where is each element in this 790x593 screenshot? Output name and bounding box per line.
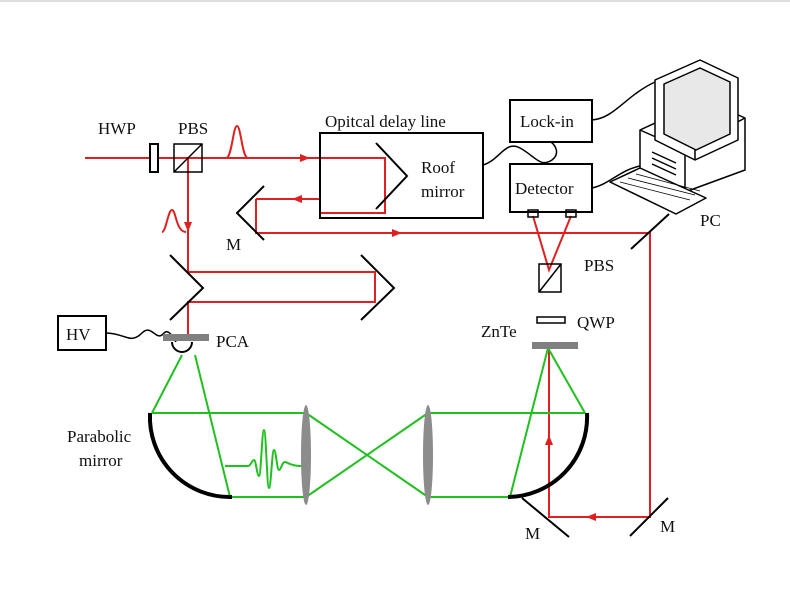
- pbs-right-diagonal: [538, 263, 562, 293]
- label-parabolic-1: Parabolic: [67, 427, 132, 446]
- thz-ray-10: [509, 347, 549, 498]
- label-m-bottom-left: M: [525, 524, 540, 543]
- arrow-return: [292, 195, 302, 203]
- thz-waveform-icon: [225, 428, 303, 490]
- roof-mirror-delay: [375, 142, 409, 210]
- pbs-top-diagonal: [173, 143, 203, 173]
- mirror-m-bottom-left: [521, 497, 570, 538]
- optics: [57, 81, 670, 538]
- znte-crystal: [532, 342, 578, 349]
- label-pbs-right: PBS: [584, 256, 614, 275]
- pump-mirror-left: [169, 254, 205, 321]
- label-pca: PCA: [216, 332, 250, 351]
- mirror-m-bottom-right: [629, 497, 669, 537]
- pump-roof-mirror-right: [360, 254, 396, 321]
- laser-beam-paths: [85, 157, 651, 518]
- lockin-to-pc-cable: [591, 81, 656, 121]
- thz-ray-1: [151, 354, 183, 414]
- label-hv: HV: [66, 325, 91, 344]
- arrow-probe-bottom: [586, 513, 596, 521]
- label-pc: PC: [700, 211, 721, 230]
- label-roof-2: mirror: [421, 182, 465, 201]
- parabolic-mirror-right: [507, 412, 590, 499]
- pulse-icon-top: [225, 124, 249, 159]
- thz-ray-2: [194, 354, 231, 498]
- hwp-plate: [149, 143, 159, 173]
- delay-line-box: [319, 132, 484, 219]
- pulse-icon-left: [161, 208, 187, 233]
- label-pbs-top: PBS: [178, 119, 208, 138]
- label-delay-line: Opitcal delay line: [325, 112, 446, 131]
- detector-port-left: [527, 209, 539, 218]
- thz-beam-paths: [151, 347, 586, 498]
- detector-to-pc-cable: [591, 165, 641, 189]
- detector-port-right: [565, 209, 577, 218]
- pump-delay-beam: [187, 271, 376, 340]
- label-lockin: Lock-in: [520, 112, 574, 131]
- label-m-bottom-right: M: [660, 517, 675, 536]
- detector-beams: [532, 215, 572, 274]
- pbs-right-cube: [538, 263, 562, 293]
- label-parabolic-2: mirror: [79, 451, 123, 470]
- lens-left: [301, 405, 311, 505]
- pc-icon: [609, 59, 746, 215]
- qwp-plate: [536, 316, 566, 324]
- thz-ray-9: [547, 347, 586, 414]
- label-detector: Detector: [515, 179, 574, 198]
- parabolic-mirror-left: [147, 412, 233, 500]
- mirror-m-top: [235, 185, 265, 241]
- label-znte: ZnTe: [481, 322, 517, 341]
- label-m-top: M: [226, 235, 241, 254]
- arrow-probe-up: [545, 435, 553, 445]
- label-roof-1: Roof: [421, 158, 455, 177]
- label-qwp: QWP: [577, 313, 615, 332]
- lens-right: [423, 405, 433, 505]
- label-hwp: HWP: [98, 119, 136, 138]
- delay-to-lockin-cable: [482, 141, 558, 166]
- probe-beam: [255, 199, 651, 518]
- pca-lens: [171, 341, 193, 353]
- beam-arrows: [184, 154, 596, 521]
- mirror-pc-corner: [630, 213, 670, 250]
- arrow-pump-down: [184, 222, 192, 232]
- arrow-probe-top: [392, 229, 402, 237]
- arrow-input: [300, 154, 310, 162]
- thz-ray-6: [305, 412, 429, 498]
- pc-screen: [663, 67, 731, 151]
- pca-plate: [163, 334, 209, 341]
- pbs-top-cube: [173, 143, 203, 173]
- delay-line-beam: [320, 157, 386, 214]
